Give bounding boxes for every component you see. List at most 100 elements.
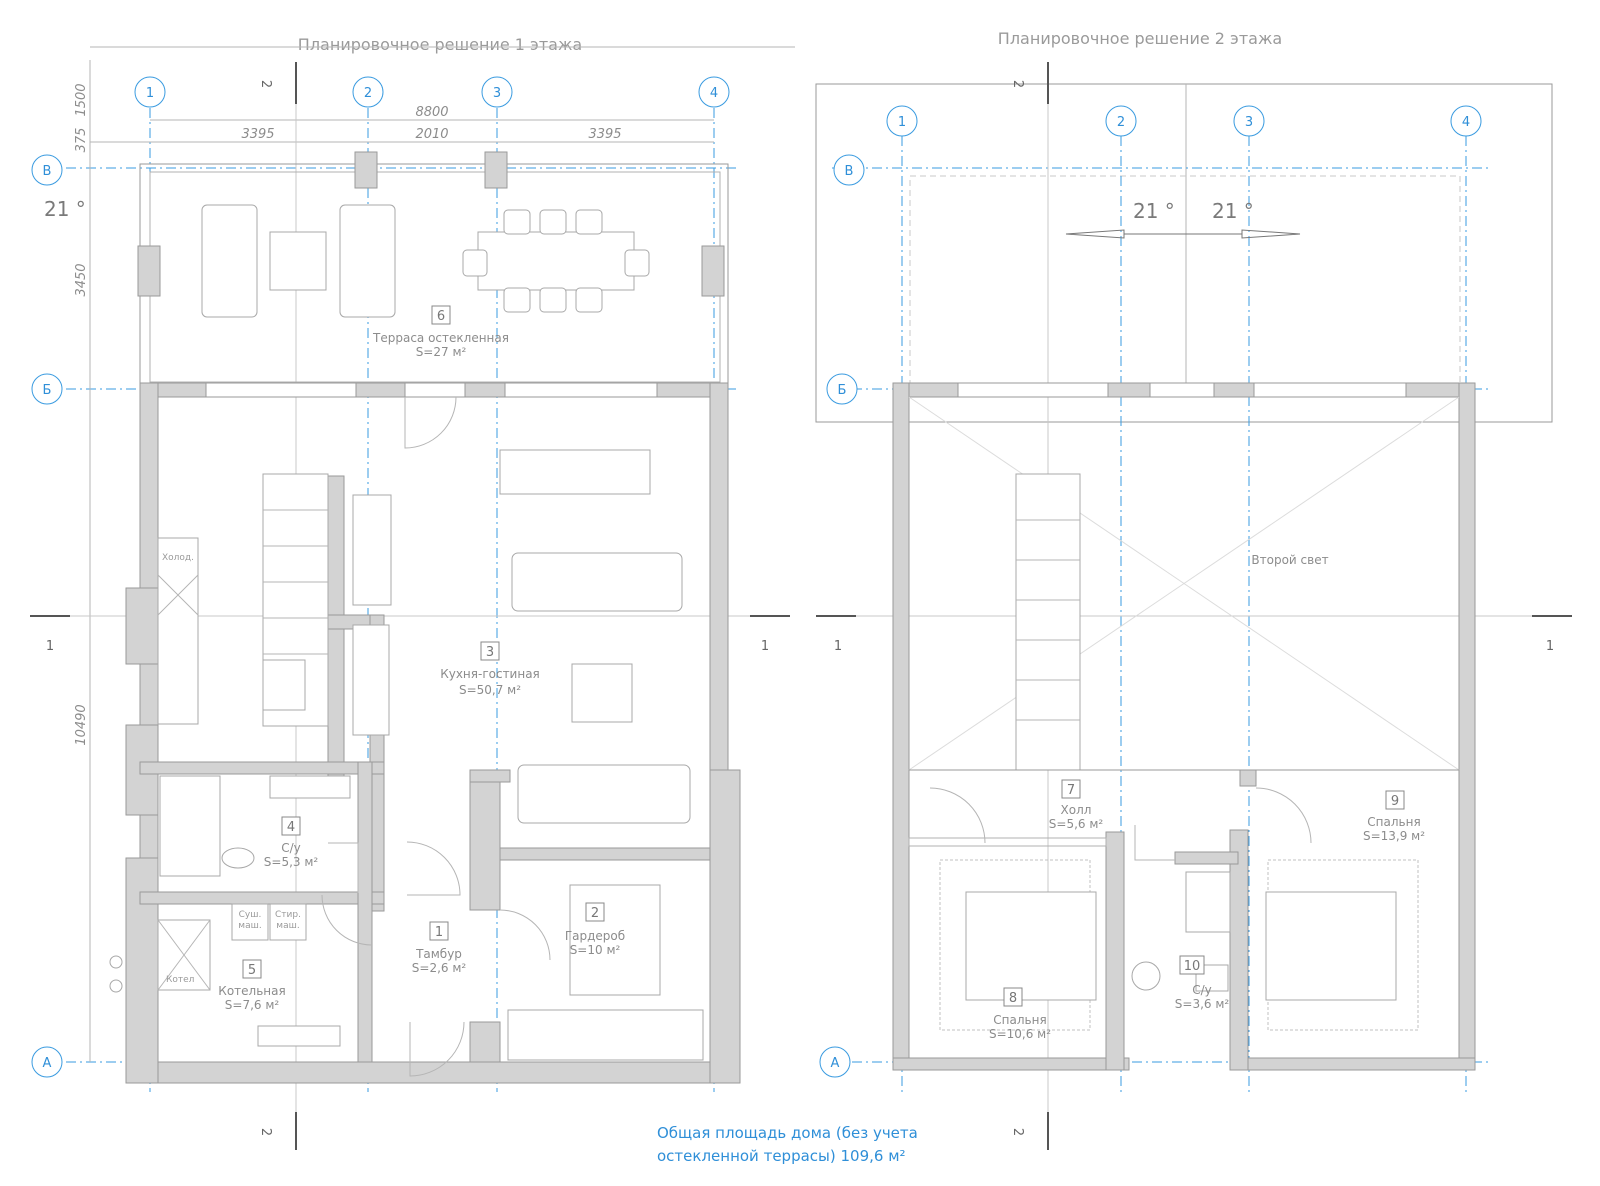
f2-axis-bubble-1 <box>886 105 918 137</box>
f1-room-4-box <box>281 816 301 836</box>
f1-fridge-mark <box>157 574 199 616</box>
f1-room-4-num: 4 <box>287 820 295 835</box>
f1-room-1-num: 1 <box>435 925 443 940</box>
f1-section2-top-label: 2 <box>258 80 273 88</box>
f1-axis-label-2: 2 <box>364 86 372 101</box>
f2-bedroom8-top <box>908 837 1107 847</box>
f1-terrace-chair <box>539 209 567 235</box>
f1-section1-left-label: 1 <box>46 639 54 654</box>
f1-dim-seg2: 2010 <box>415 127 448 142</box>
floor1-title: Планировочное решение 1 этажа <box>298 35 582 54</box>
f1-room-5-num: 5 <box>248 963 256 978</box>
f1-wc-bottom-wall <box>139 891 385 905</box>
f1-dim-seg3: 3395 <box>588 127 621 142</box>
f1-room-4-name: С/у <box>281 841 301 855</box>
f1-wc-top-wall <box>139 761 385 775</box>
f1-dim-house: 10490 <box>74 704 89 745</box>
f2-room-7-num: 7 <box>1067 783 1075 798</box>
f1-axis-label-b: Б <box>43 383 52 398</box>
f1-room-5-area: S=7,6 м² <box>225 998 280 1012</box>
f1-wall-left-bump <box>125 587 159 665</box>
f1-terrace-column-3 <box>137 245 161 297</box>
f1-room-6-name: Терраса остекленная <box>372 331 509 345</box>
f1-room-2-num: 2 <box>591 906 599 921</box>
f2-axis-bubble-3 <box>1233 105 1265 137</box>
f2-shower <box>1185 871 1231 933</box>
f1-axis-bubble-1 <box>134 76 166 108</box>
f2-window-top-1 <box>957 382 1109 398</box>
f2-axis-label-3: 3 <box>1245 115 1253 130</box>
f1-room-5-box <box>242 959 262 979</box>
f2-room-10-num: 10 <box>1184 959 1201 974</box>
f2-room-8-box <box>1003 987 1023 1007</box>
f2-window-top-3 <box>1253 382 1407 398</box>
f1-boiler-mark <box>157 919 211 991</box>
f1-terrace-column-1 <box>354 151 378 189</box>
f1-kitchen-counter <box>157 537 199 725</box>
f1-axis-label-3: 3 <box>493 86 501 101</box>
f1-room-1-box <box>429 921 449 941</box>
f1-dryer-1-label-b: маш. <box>238 921 261 931</box>
f1-entry-right-wall <box>469 1021 501 1063</box>
floor2-title: Планировочное решение 2 этажа <box>998 29 1282 48</box>
f1-wc-right-wall <box>357 761 373 1063</box>
f1-terrace-column-4 <box>701 245 725 297</box>
f2-roof-outline <box>815 83 1553 423</box>
f2-bath-left-wall <box>1105 831 1125 1071</box>
f1-fridge-label: Холод. <box>162 553 194 563</box>
f1-terrace-chair <box>575 287 603 313</box>
f1-section1-right-label: 1 <box>761 639 769 654</box>
f2-section1-right-label: 1 <box>1546 639 1554 654</box>
f2-axis-bubble-2 <box>1105 105 1137 137</box>
f2-axis-label-4: 4 <box>1462 115 1470 130</box>
f1-terrace-armchair-right <box>339 204 396 318</box>
f1-dryer-2-label-a: Стир. <box>275 910 301 920</box>
floor2-plan: 1 2 3 4 В Б А 21 ° 21 ° 1 1 2 2 <box>815 62 1572 1150</box>
f1-door-front <box>409 1021 465 1077</box>
f1-dim-terrace: 3450 <box>74 263 89 296</box>
f2-stairs <box>1015 473 1081 771</box>
f2-void-diagonal <box>908 396 1460 771</box>
f2-axis-label-2: 2 <box>1117 115 1125 130</box>
f2-axis-bubble-4 <box>1450 105 1482 137</box>
f1-dryer-2 <box>269 903 307 941</box>
f2-slope-arrow-left <box>1065 229 1125 239</box>
f1-sofa <box>511 552 683 612</box>
f2-axis-label-v: В <box>845 164 854 179</box>
f1-wall-right-lower <box>709 769 741 1084</box>
f1-axis-bubble-b <box>31 373 63 405</box>
f1-room-3-area: S=50,7 м² <box>459 683 521 697</box>
f2-room-9-num: 9 <box>1391 794 1399 809</box>
f1-dryer-2-label-b: маш. <box>276 921 299 931</box>
f1-room-3-num: 3 <box>486 645 494 660</box>
f2-axis-label-1: 1 <box>898 115 906 130</box>
f2-room-7-box <box>1061 779 1081 799</box>
f1-axis-bubble-3 <box>481 76 513 108</box>
f2-sink <box>1131 961 1161 991</box>
f1-terrace-armchair-left <box>201 204 258 318</box>
f1-axis-bubble-4 <box>698 76 730 108</box>
f2-room-8-area: S=10,6 м² <box>989 1027 1051 1041</box>
f2-slope-arrow-right <box>1241 229 1301 239</box>
f1-wardrobe-rack <box>352 494 392 606</box>
f1-wardrobe-top-wall <box>499 847 711 861</box>
f2-bath-right-wall <box>1229 829 1249 1071</box>
f1-dim-top-offset: 1500 <box>74 83 89 116</box>
f1-room-2-area: S=10 м² <box>570 943 621 957</box>
f2-column <box>1239 769 1257 787</box>
f1-terrace-chair <box>503 287 531 313</box>
f2-axis-label-b: Б <box>838 383 847 398</box>
f2-room-8-num: 8 <box>1009 991 1017 1006</box>
f2-window-top-2 <box>1149 382 1215 398</box>
f1-cooktop <box>262 659 306 711</box>
f1-dryer-1-label-a: Суш. <box>239 910 262 920</box>
f2-axis-bubble-b <box>826 373 858 405</box>
total-area-line1: Общая площадь дома (без учета <box>657 1124 918 1142</box>
f2-room-9-area: S=13,9 м² <box>1363 829 1425 843</box>
f1-window-top-1 <box>205 382 357 398</box>
f1-axis-label-v: В <box>43 164 52 179</box>
f1-wardrobe-left-wall <box>469 769 501 911</box>
f1-room-1-name: Тамбур <box>415 947 462 961</box>
f1-room-5-name: Котельная <box>218 984 285 998</box>
f1-window-top-2 <box>504 382 658 398</box>
